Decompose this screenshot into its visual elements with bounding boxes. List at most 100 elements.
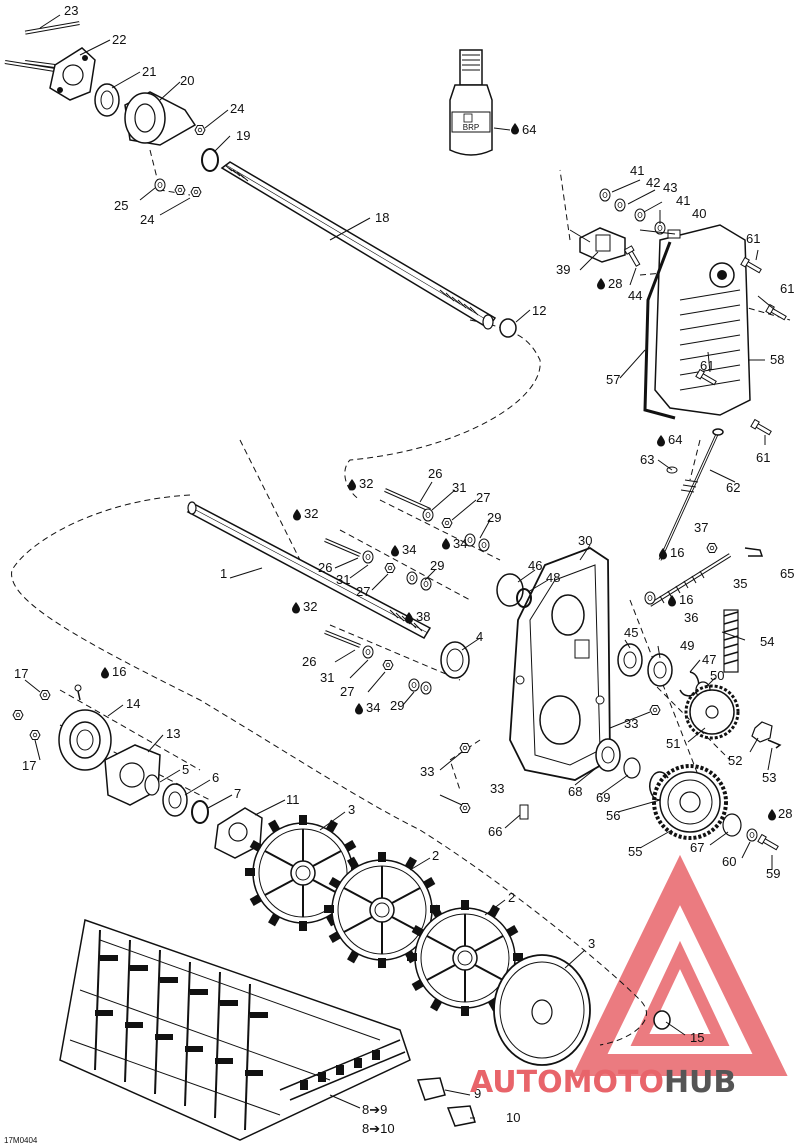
callout-19: 19 <box>236 128 250 143</box>
callout-44: 44 <box>628 288 642 303</box>
wheel-3-inner <box>493 954 591 1066</box>
callout-33-a: 33 <box>420 764 434 779</box>
callout-2-b: 2 <box>508 890 515 905</box>
callout-46: 46 <box>528 558 542 573</box>
callout-11: 11 <box>286 792 300 807</box>
callout-14: 14 <box>126 696 140 711</box>
callout-69: 69 <box>596 790 610 805</box>
washer-31-middle <box>362 550 374 564</box>
callout-53: 53 <box>762 770 776 785</box>
nut-24-upper <box>194 125 206 135</box>
callout-34-a: 34 <box>453 536 467 551</box>
callout-18: 18 <box>375 210 389 225</box>
clip-9 <box>416 1077 446 1101</box>
upper-sprocket-51 <box>684 684 740 740</box>
callout-59: 59 <box>766 866 780 881</box>
oil-drop-icon <box>657 435 665 447</box>
nut-17-upper <box>39 690 51 700</box>
callout-34-b: 34 <box>402 542 416 557</box>
callout-34-c: 34 <box>366 700 380 715</box>
callout-24-a: 24 <box>230 101 244 116</box>
washer-43 <box>634 208 646 222</box>
callout-47: 47 <box>702 652 716 667</box>
bearing-46 <box>496 573 524 607</box>
callout-58: 58 <box>770 352 784 367</box>
washer-31-upper <box>422 508 434 522</box>
bearing-45 <box>617 643 643 677</box>
callout-60: 60 <box>722 854 736 869</box>
callout-31-a: 31 <box>452 480 466 495</box>
seal-5 <box>144 774 160 796</box>
callout-33-c: 33 <box>624 716 638 731</box>
callout-31-b: 31 <box>336 572 350 587</box>
bearing-68 <box>595 738 621 772</box>
callout-56: 56 <box>606 808 620 823</box>
washer-25 <box>154 178 166 192</box>
oil-drop-icon <box>442 538 450 550</box>
callout-67: 67 <box>690 840 704 855</box>
nut-24-mid <box>174 185 186 195</box>
bearing-49 <box>647 653 673 687</box>
callout-61-a: 61 <box>746 231 760 246</box>
callout-17-b: 17 <box>22 758 36 773</box>
callout-16-b: 16 <box>679 592 693 607</box>
callout-10: 10 <box>506 1110 520 1125</box>
callout-40: 40 <box>692 206 706 221</box>
callout-41-a: 41 <box>630 163 644 178</box>
plug-66 <box>519 804 529 820</box>
nut-27-upper <box>441 518 453 528</box>
driven-shaft-18 <box>220 161 497 330</box>
callout-15: 15 <box>690 1030 704 1045</box>
callout-54: 54 <box>760 634 774 649</box>
washer-60 <box>746 828 758 842</box>
washer-29-middle-b <box>420 577 432 591</box>
callout-29-c: 29 <box>390 698 404 713</box>
washer-42 <box>614 198 626 212</box>
gasket-11 <box>214 807 263 859</box>
callout-65: 65 <box>780 566 794 581</box>
callout-32-a: 32 <box>359 476 373 491</box>
oil-drop-icon <box>511 123 519 135</box>
oil-drop-icon <box>597 278 605 290</box>
callout-7: 7 <box>234 786 241 801</box>
callout-5: 5 <box>182 762 189 777</box>
callout-28-b: 28 <box>778 806 792 821</box>
bolt-61-d <box>750 419 773 437</box>
oil-drop-icon <box>355 703 363 715</box>
callout-35: 35 <box>733 576 747 591</box>
callout-labels: 23 22 21 20 24 19 25 24 18 12 64 41 42 4… <box>14 3 794 1136</box>
callout-41-b: 41 <box>676 193 690 208</box>
nut-33-a <box>459 743 471 753</box>
bearing-6 <box>162 783 188 817</box>
bolt-23 <box>24 21 80 35</box>
bearing-housing-14 <box>58 709 112 771</box>
nut-52 <box>751 721 773 743</box>
callout-31-c: 31 <box>320 670 334 685</box>
callout-63: 63 <box>640 452 654 467</box>
callout-4: 4 <box>476 629 483 644</box>
plate-22 <box>49 47 96 101</box>
oil-drop-icon <box>348 479 356 491</box>
spacer-67 <box>722 813 742 837</box>
callout-23: 23 <box>64 3 78 18</box>
drive-axle-1 <box>186 501 432 639</box>
washer-36 <box>644 591 656 605</box>
adjuster-screw-35 <box>648 553 732 607</box>
callout-1: 1 <box>220 566 227 581</box>
callout-26-c: 26 <box>302 654 316 669</box>
callout-61-d: 61 <box>756 450 770 465</box>
nut-17-a <box>12 710 24 720</box>
oil-bottle: BRP <box>449 49 493 156</box>
cotter-pin-53 <box>767 739 782 749</box>
callout-30: 30 <box>578 533 592 548</box>
callout-61-c: 61 <box>700 358 714 373</box>
callout-39: 39 <box>556 262 570 277</box>
washer-29-upper-b <box>478 538 490 552</box>
callout-66: 66 <box>488 824 502 839</box>
nut-27-middle <box>384 563 396 573</box>
oil-drop-icon <box>768 809 776 821</box>
callout-20: 20 <box>180 73 194 88</box>
callout-12: 12 <box>532 303 546 318</box>
callout-24-b: 24 <box>140 212 154 227</box>
